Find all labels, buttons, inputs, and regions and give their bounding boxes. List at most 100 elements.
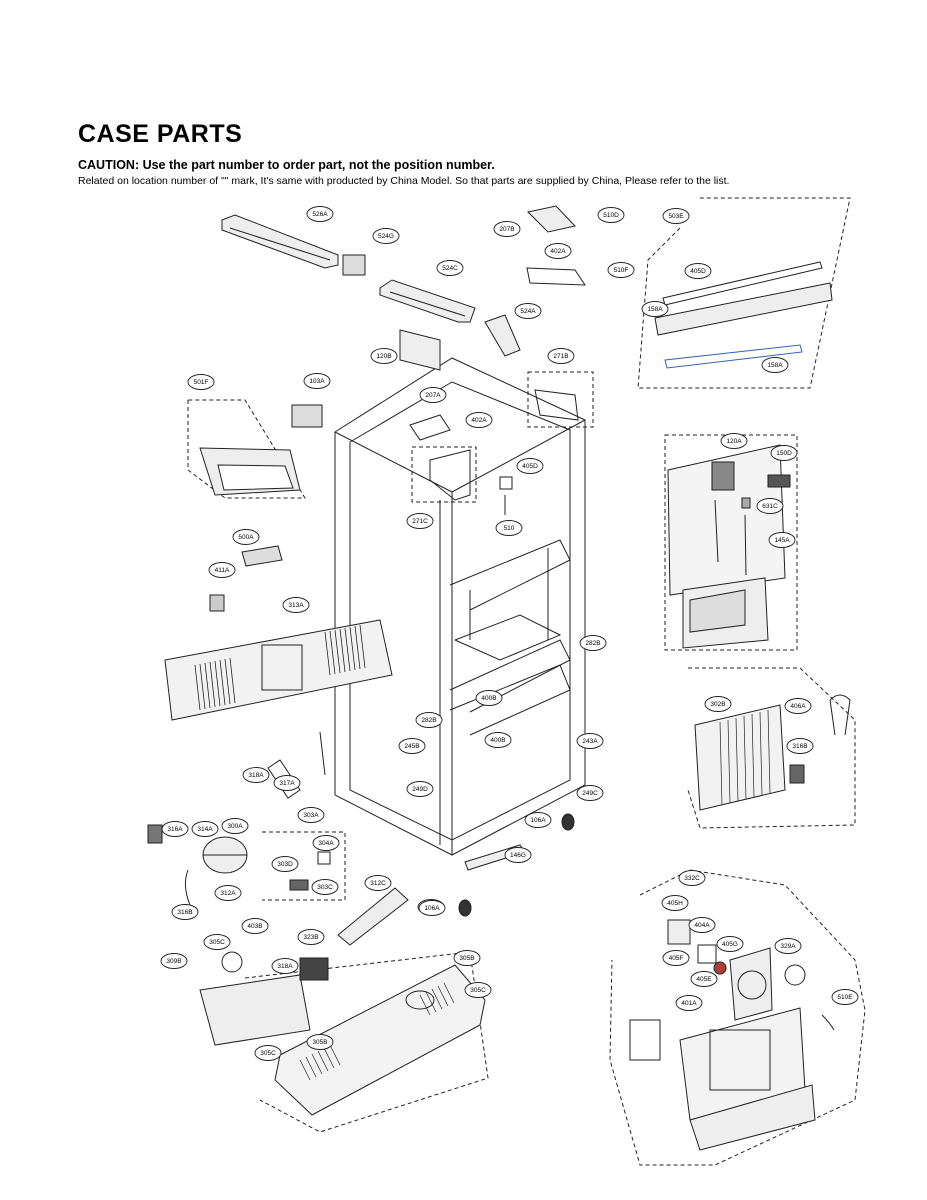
callout-bubble [774,938,802,954]
callout-label: 631C [762,503,778,510]
callout-label: 402A [550,248,566,255]
callout-bubble [493,221,521,237]
callout-label: 314A [197,826,213,833]
callout-label: 302B [710,701,725,708]
callout-label: 405G [722,941,738,948]
callout-58: 305C [464,982,492,998]
callout-49: 312C [364,875,392,891]
callout-bubble [716,936,744,952]
callout-label: 300A [227,823,243,830]
callout-bubble [436,260,464,276]
callout-bubble [690,971,718,987]
callout-bubble [191,821,219,837]
callout-6: 402A [544,243,572,259]
top-frame-parts [221,205,586,515]
callout-label: 249D [412,786,428,793]
dashed-group-outlines [187,197,866,1166]
callout-label: 400B [481,695,496,702]
callout-bubble [484,732,512,748]
callout-label: 305B [459,955,474,962]
callout-label: 146G [510,852,526,859]
callout-44: 316A [161,821,189,837]
callout-23: 313A [282,597,310,613]
callout-bubble [306,1034,334,1050]
callout-label: 503E [668,213,684,220]
callout-20: 501F [187,374,215,390]
callout-label: 305C [209,939,225,946]
callout-label: 245B [404,743,419,750]
callout-bubble [516,458,544,474]
callout-label: 405E [696,976,712,983]
callout-34: 106A [524,812,552,828]
callout-18: 271C [406,513,434,529]
callout-bubble [187,374,215,390]
callout-11: 158A [761,357,789,373]
callout-bubble [419,387,447,403]
callout-label: 318A [277,963,293,970]
callout-24: 120A [720,433,748,449]
callout-2: 524C [436,260,464,276]
callout-bubble [282,597,310,613]
callout-label: 158A [767,362,783,369]
callout-label: 312A [220,890,236,897]
callout-label: 402A [471,417,487,424]
callout-56: 318A [271,958,299,974]
callout-label: 510E [837,994,853,1001]
callout-67: 405F [662,950,690,966]
left-cover-parts [164,404,393,721]
callout-52: 403B [241,918,269,934]
callout-47: 312A [214,885,242,901]
callout-bubble [271,856,299,872]
callout-label: 282B [421,717,436,724]
callout-bubble [576,785,604,801]
callout-bubble [770,445,798,461]
callout-70: 329A [774,938,802,954]
callout-label: 501F [194,379,209,386]
callout-label: 303C [317,884,333,891]
callout-bubble [453,950,481,966]
callout-bubble [784,698,812,714]
callout-62: 406A [784,698,812,714]
callout-bubble [465,412,493,428]
callout-17: 510 [495,520,523,536]
callout-bubble [504,847,532,863]
callout-bubble [704,696,732,712]
callout-label: 316B [177,909,192,916]
callout-42: 303D [271,856,299,872]
callout-label: 312C [370,880,386,887]
callout-label: 401A [681,1000,697,1007]
callout-bubble [208,562,236,578]
callout-71: 401A [675,995,703,1011]
callout-label: 207A [425,392,441,399]
callout-label: 411A [215,567,230,574]
callout-label: 405D [690,268,706,275]
callout-label: 510 [504,525,515,532]
callout-bubble [661,895,689,911]
callout-label: 329A [780,943,796,950]
callout-bubble [786,738,814,754]
machine-base [199,951,486,1116]
callout-bubble [161,821,189,837]
callout-label: 271B [553,353,568,360]
callout-16: 405D [516,458,544,474]
callout-label: 510F [614,267,629,274]
callout-bubble [273,775,301,791]
callout-bubble [372,228,400,244]
callout-53: 305C [203,934,231,950]
callout-label: 249C [582,790,598,797]
callout-38: 249C [576,785,604,801]
callout-label: 405H [667,900,683,907]
callout-8: 503E [662,208,690,224]
callout-label: 106A [424,905,440,912]
callout-label: 309B [166,958,181,965]
related-note: Related on location number of "" mark, I… [78,175,730,187]
callout-label: 313A [288,602,304,609]
callout-bubble [641,301,669,317]
callout-48: 316B [171,904,199,920]
page-title: CASE PARTS [78,120,243,148]
callout-bubble [495,520,523,536]
callout-label: 406A [790,703,806,710]
callout-10: 158A [641,301,669,317]
callout-25: 150D [770,445,798,461]
callout-label: 103A [309,378,325,385]
